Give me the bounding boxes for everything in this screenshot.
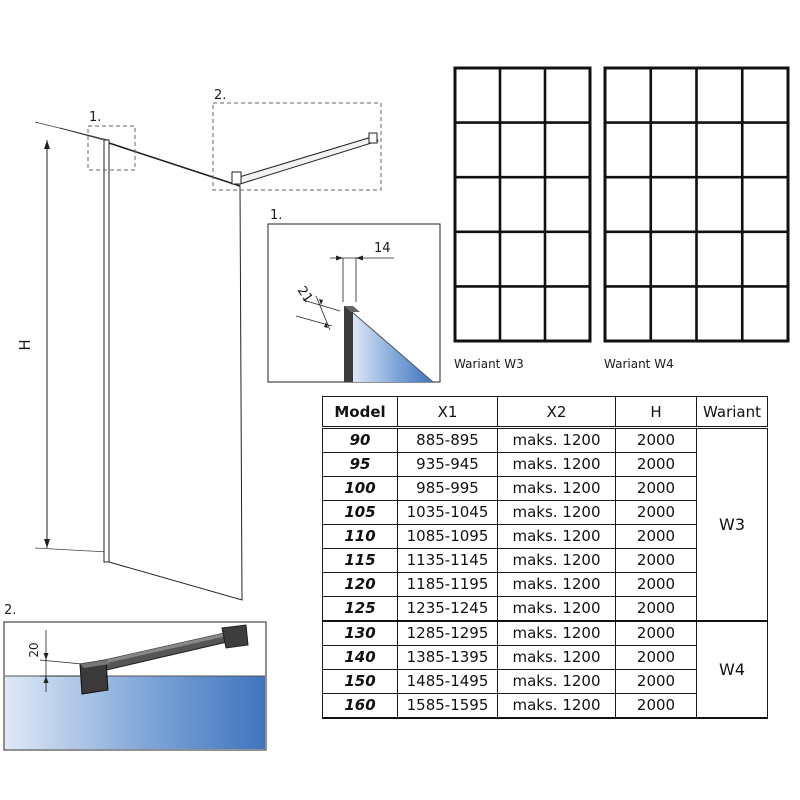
stabilizer-bar	[235, 135, 379, 185]
inset-2-label: 2.	[4, 603, 16, 618]
detail-1-box	[87, 125, 136, 171]
cell-model: 90	[322, 427, 398, 453]
cell-h: 2000	[615, 596, 697, 622]
cell-x2: maks. 1200	[497, 620, 616, 646]
cell-x1: 935-945	[397, 452, 498, 477]
cell-model: 95	[322, 452, 398, 477]
cell-x1: 885-895	[397, 427, 498, 453]
cell-h: 2000	[615, 548, 697, 573]
inset-2-bar-detail: 2. 20	[3, 603, 267, 751]
height-label: H	[16, 339, 34, 350]
header-wariant: Wariant	[696, 396, 768, 428]
cell-h: 2000	[615, 620, 697, 646]
cell-h: 2000	[615, 452, 697, 477]
cell-x2: maks. 1200	[497, 548, 616, 573]
cell-x1: 1185-1195	[397, 572, 498, 597]
height-extension-bottom	[34, 547, 109, 553]
inset-2-wall-mount	[221, 624, 249, 649]
detail-1-label: 1.	[89, 110, 101, 125]
cell-h: 2000	[615, 669, 697, 694]
cell-x1: 1235-1245	[397, 596, 498, 622]
profile-width-label: 14	[374, 241, 391, 256]
cell-x2: maks. 1200	[497, 669, 616, 694]
header-x2: X2	[497, 396, 616, 428]
variant-w4-grid	[603, 66, 790, 343]
table-header-row: Model X1 X2 H Wariant	[322, 396, 768, 428]
header-h: H	[615, 396, 697, 428]
inset-1-label: 1.	[270, 208, 282, 223]
cell-wariant: W4	[696, 620, 768, 719]
cell-h: 2000	[615, 645, 697, 670]
inset-1-profile	[344, 306, 353, 382]
cell-x1: 1135-1145	[397, 548, 498, 573]
header-model: Model	[322, 396, 398, 428]
cell-x1: 1035-1045	[397, 500, 498, 525]
inset-2-glass-clamp	[79, 659, 109, 695]
cell-model: 115	[322, 548, 398, 573]
detail-2-box	[212, 102, 382, 191]
cell-h: 2000	[615, 476, 697, 501]
cell-h: 2000	[615, 427, 697, 453]
cell-x2: maks. 1200	[497, 452, 616, 477]
cell-x1: 1385-1395	[397, 645, 498, 670]
cell-x1: 985-995	[397, 476, 498, 501]
cell-x1: 1585-1595	[397, 693, 498, 719]
cell-model: 105	[322, 500, 398, 525]
cell-model: 110	[322, 524, 398, 549]
cell-h: 2000	[615, 524, 697, 549]
cell-model: 120	[322, 572, 398, 597]
cell-model: 125	[322, 596, 398, 622]
cell-x1: 1085-1095	[397, 524, 498, 549]
cell-x1: 1485-1495	[397, 669, 498, 694]
cell-x2: maks. 1200	[497, 524, 616, 549]
detail-2-label: 2.	[214, 88, 226, 103]
cell-x2: maks. 1200	[497, 427, 616, 453]
bar-glass-clamp	[231, 171, 242, 185]
wall-profile	[103, 139, 110, 563]
inset-2-glass	[5, 676, 265, 749]
cell-x2: maks. 1200	[497, 693, 616, 719]
cell-model: 150	[322, 669, 398, 694]
bar-wall-mount	[368, 132, 378, 144]
variant-w3-grid	[453, 66, 592, 343]
cell-h: 2000	[615, 500, 697, 525]
header-x1: X1	[397, 396, 498, 428]
bar-height-label: 20	[27, 642, 41, 657]
cell-x2: maks. 1200	[497, 645, 616, 670]
main-panel-drawing: H 1. 2.	[16, 88, 382, 601]
cell-x2: maks. 1200	[497, 476, 616, 501]
cell-wariant: W3	[696, 427, 768, 622]
cell-x1: 1285-1295	[397, 620, 498, 646]
cell-x2: maks. 1200	[497, 500, 616, 525]
variant-w4-caption: Wariant W4	[604, 357, 674, 371]
cell-x2: maks. 1200	[497, 596, 616, 622]
cell-model: 130	[322, 620, 398, 646]
cell-h: 2000	[615, 572, 697, 597]
cell-model: 100	[322, 476, 398, 501]
cell-model: 160	[322, 693, 398, 719]
cell-model: 140	[322, 645, 398, 670]
variant-w3-frame	[453, 66, 592, 343]
cell-h: 2000	[615, 693, 697, 719]
inset-1-profile-detail: 1. 14 21	[267, 208, 441, 383]
variant-w3-caption: Wariant W3	[454, 357, 524, 371]
cell-x2: maks. 1200	[497, 572, 616, 597]
glass-panel	[108, 142, 243, 601]
